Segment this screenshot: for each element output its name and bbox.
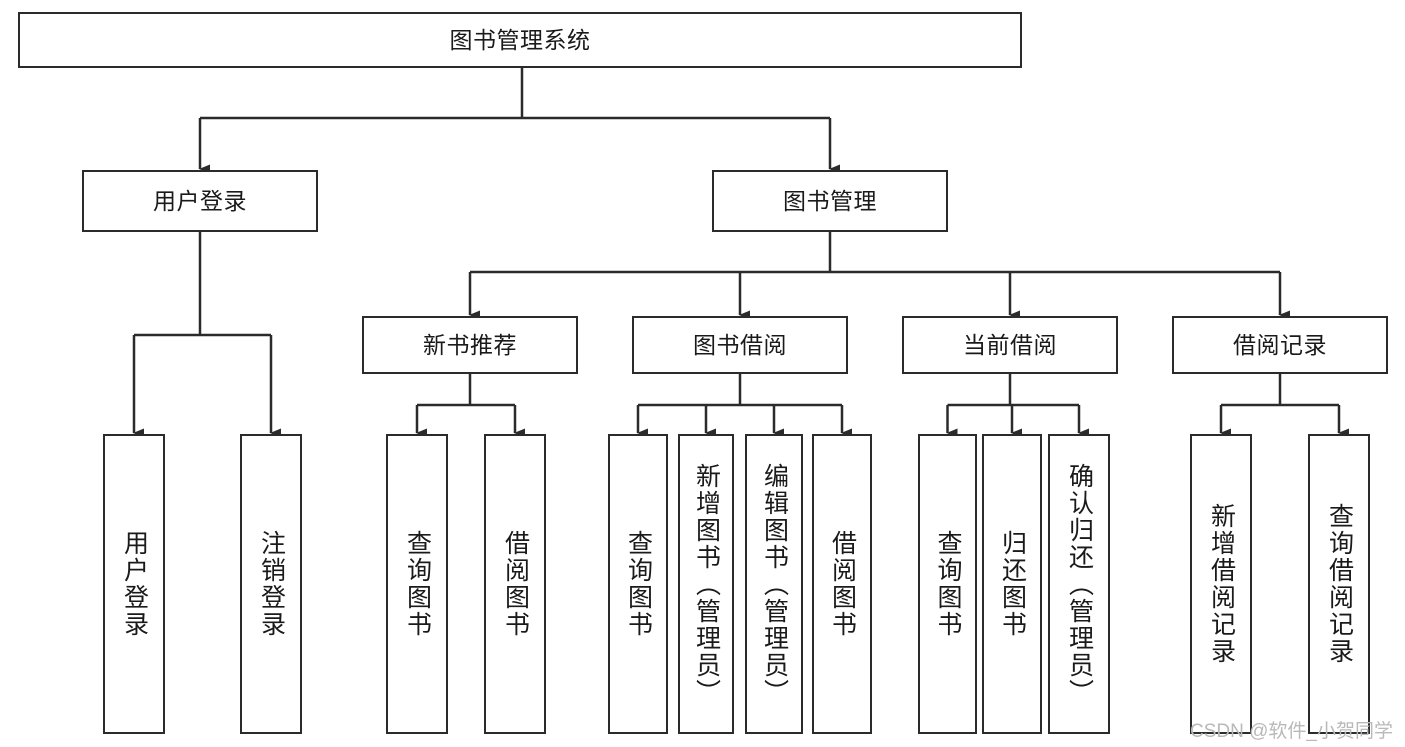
- node-label: 当前借阅: [963, 331, 1057, 358]
- node-label: 用户登录: [120, 530, 149, 638]
- node-leaf-cu-query[interactable]: 查询图书: [918, 434, 977, 734]
- node-label: 图书管理系统: [449, 26, 591, 53]
- node-leaf-cu-confirm[interactable]: 确认归还（管理员）: [1048, 434, 1110, 734]
- node-leaf-login[interactable]: 用户登录: [103, 434, 165, 734]
- node-borrow[interactable]: 图书借阅: [632, 316, 848, 374]
- node-leaf-nb-borrow[interactable]: 借阅图书: [484, 434, 546, 734]
- node-label: 新增借阅记录: [1207, 503, 1236, 665]
- node-label: 注销登录: [257, 530, 286, 638]
- node-leaf-bw-query[interactable]: 查询图书: [608, 434, 668, 734]
- node-leaf-bw-borrow[interactable]: 借阅图书: [812, 434, 872, 734]
- node-label: 查询图书: [624, 530, 653, 638]
- node-label: 借阅图书: [501, 530, 530, 638]
- node-label: 图书管理: [783, 187, 877, 214]
- node-label: 借阅记录: [1233, 331, 1327, 358]
- node-leaf-bw-edit[interactable]: 编辑图书（管理员）: [745, 434, 803, 734]
- node-label: 查询图书: [403, 530, 432, 638]
- node-label: 查询借阅记录: [1325, 503, 1354, 665]
- node-leaf-rc-add[interactable]: 新增借阅记录: [1190, 434, 1252, 734]
- node-current[interactable]: 当前借阅: [902, 316, 1118, 374]
- node-label: 新书推荐: [423, 331, 517, 358]
- connector-lines: [132, 68, 1349, 438]
- node-newbook[interactable]: 新书推荐: [362, 316, 578, 374]
- node-leaf-rc-query[interactable]: 查询借阅记录: [1308, 434, 1370, 734]
- node-label: 新增图书（管理员）: [692, 462, 721, 706]
- node-leaf-logout[interactable]: 注销登录: [240, 434, 302, 734]
- node-label: 借阅图书: [828, 530, 857, 638]
- node-label: 用户登录: [153, 187, 247, 214]
- node-label: 编辑图书（管理员）: [760, 462, 789, 706]
- node-label: 图书借阅: [693, 331, 787, 358]
- node-leaf-bw-add[interactable]: 新增图书（管理员）: [678, 434, 734, 734]
- node-label: 确认归还（管理员）: [1065, 462, 1094, 706]
- node-leaf-nb-query[interactable]: 查询图书: [386, 434, 448, 734]
- node-login[interactable]: 用户登录: [82, 170, 318, 232]
- node-label: 查询图书: [934, 530, 962, 638]
- node-records[interactable]: 借阅记录: [1172, 316, 1388, 374]
- node-label: 归还图书: [998, 530, 1027, 638]
- node-root[interactable]: 图书管理系统: [18, 12, 1022, 68]
- node-bookmgmt[interactable]: 图书管理: [712, 170, 948, 232]
- node-leaf-cu-return[interactable]: 归还图书: [982, 434, 1042, 734]
